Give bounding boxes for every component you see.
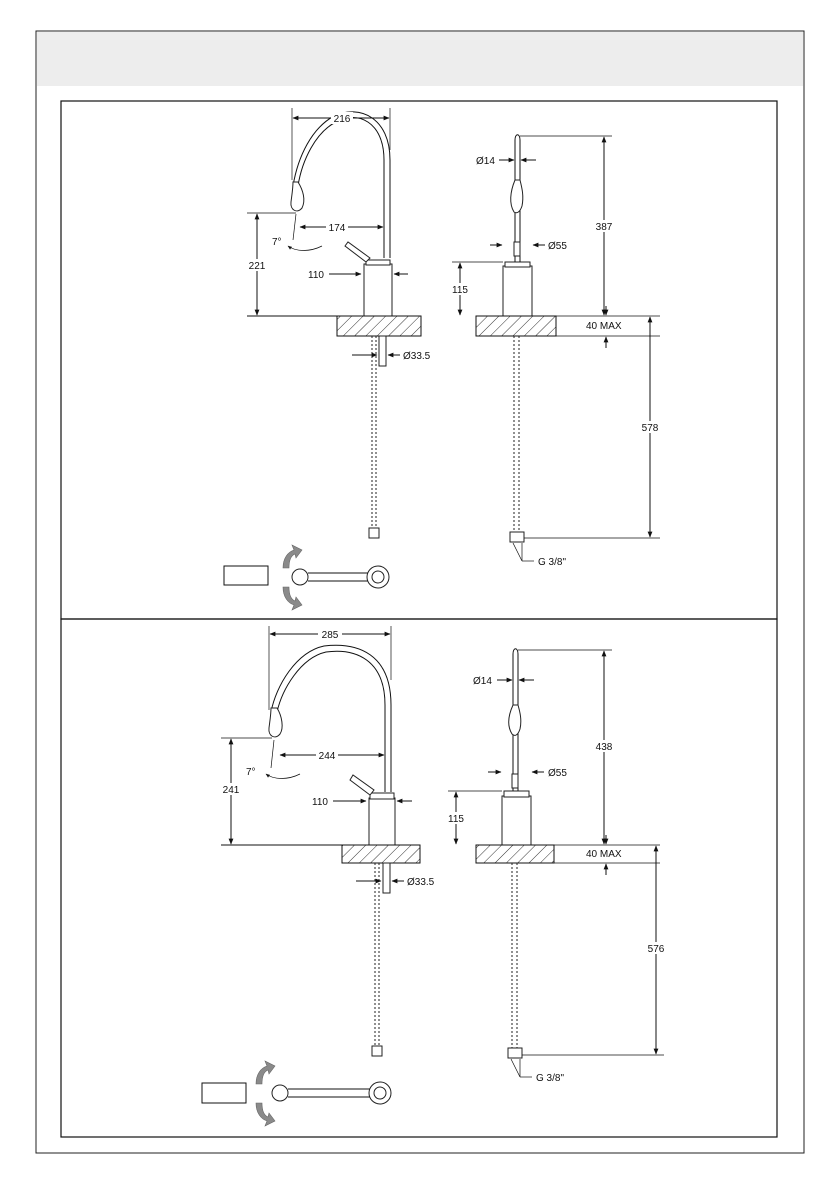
dim-tail-diameter: Ø33.5 — [407, 877, 435, 888]
dim-tilt-angle: 7° — [272, 237, 282, 248]
dim-thread: G 3/8" — [536, 1073, 564, 1084]
dim-reach-spout: 244 — [319, 751, 336, 762]
dim-deck-thickness: 40 MAX — [586, 849, 622, 860]
dim-hose-length: 576 — [648, 944, 665, 955]
dim-total-height: 438 — [596, 742, 613, 753]
dim-reach-spout: 174 — [329, 223, 346, 234]
header-band — [37, 32, 803, 86]
dim-height: 221 — [249, 261, 266, 272]
dim-lever: 110 — [312, 797, 328, 808]
dim-hose-length: 578 — [642, 423, 659, 434]
dim-body-height: 115 — [452, 285, 468, 296]
dim-lever: 110 — [308, 270, 324, 281]
dim-tilt-angle: 7° — [246, 767, 256, 778]
plan-label-box — [202, 1083, 246, 1103]
dim-tip-diameter: Ø14 — [476, 156, 495, 167]
dim-reach-total: 216 — [334, 114, 351, 125]
dim-reach-total: 285 — [322, 630, 339, 641]
dim-total-height: 387 — [596, 222, 613, 233]
dim-thread: G 3/8" — [538, 557, 566, 568]
dim-body-diameter: Ø55 — [548, 241, 567, 252]
dim-height: 241 — [223, 785, 240, 796]
dim-tip-diameter: Ø14 — [473, 676, 492, 687]
outer-frame — [36, 31, 804, 1153]
dim-tail-diameter: Ø33.5 — [403, 351, 431, 362]
plan-label-box — [224, 566, 268, 585]
dim-deck-thickness: 40 MAX — [586, 321, 622, 332]
dim-body-diameter: Ø55 — [548, 768, 567, 779]
dim-body-height: 115 — [448, 814, 464, 825]
